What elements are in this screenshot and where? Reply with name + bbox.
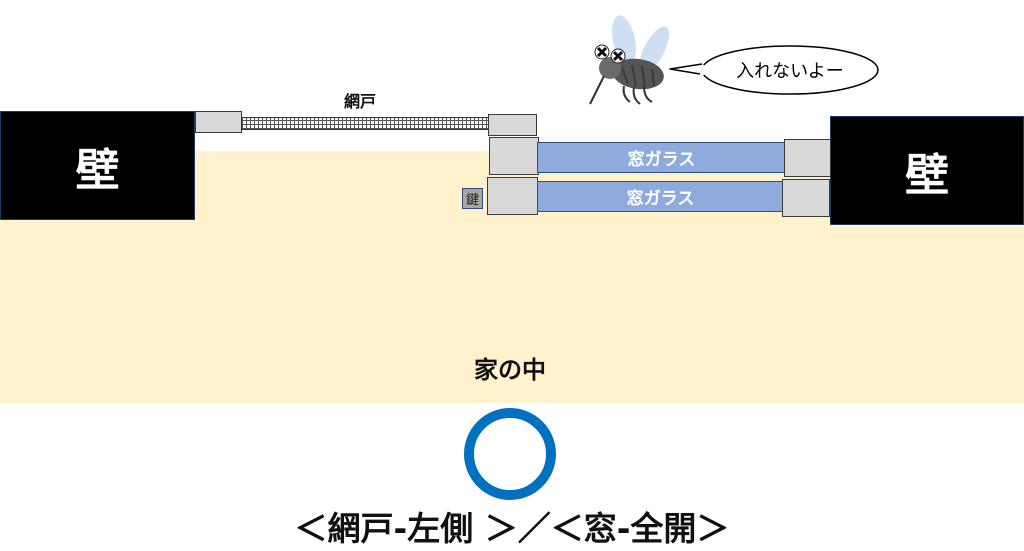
key-label: 鍵	[465, 193, 479, 208]
wall-right-label: 壁	[905, 149, 949, 201]
wall-left-label: 壁	[75, 144, 120, 196]
inner-window-glass: 窓ガラス	[537, 181, 784, 212]
wall-right: 壁	[830, 116, 1024, 225]
wall-left: 壁	[0, 111, 195, 220]
outer-window-glass: 窓ガラス	[537, 142, 786, 173]
scenario-title: ＜網戸-左側 ＞／＜窓-全開＞	[294, 509, 730, 548]
indoor-label: 家の中	[474, 356, 546, 384]
inner-glass-label: 窓ガラス	[626, 189, 695, 209]
key-lock: 鍵	[462, 188, 483, 209]
screen-mesh	[241, 117, 489, 130]
inner-glass-frame-right	[782, 179, 830, 217]
outer-glass-frame-left	[489, 137, 539, 175]
screen-frame-left	[195, 111, 242, 133]
circle-ok-icon	[464, 408, 556, 500]
screen-frame-right	[488, 114, 537, 136]
mosquito-icon	[589, 15, 670, 105]
inner-glass-frame-left	[487, 177, 538, 215]
outer-glass-label: 窓ガラス	[627, 150, 696, 170]
screen-label: 網戸	[343, 92, 376, 111]
outer-glass-frame-right	[784, 139, 831, 177]
speech-text: 入れないよー	[736, 61, 844, 82]
speech-bubble-icon	[669, 45, 879, 95]
